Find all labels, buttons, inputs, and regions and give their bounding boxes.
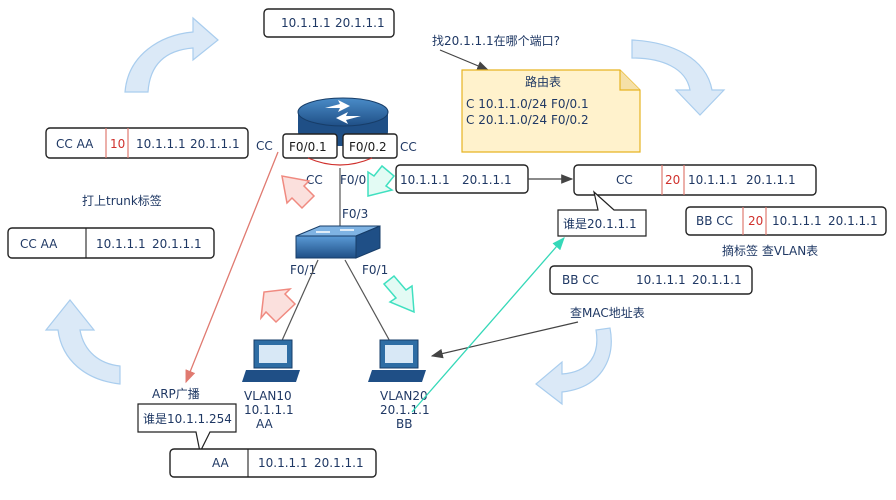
pc-right-icon (368, 339, 426, 382)
left-tagged-mac: CC AA (56, 137, 94, 151)
router-mac-right-label: CC (400, 140, 417, 154)
bottom-frame-src: 10.1.1.1 (258, 456, 308, 470)
router-interface-bracket (307, 157, 373, 166)
right-tagged-src: 10.1.1.1 (772, 214, 822, 228)
arp-label: ARP广播 (152, 387, 200, 401)
switch-uplink-port: F0/3 (342, 207, 368, 221)
left-plain-dst: 20.1.1.1 (152, 237, 202, 251)
mac-note: 查MAC地址表 (570, 306, 645, 320)
mid-frame-dst: 20.1.1.1 (462, 173, 512, 187)
right-tagged-dst: 20.1.1.1 (828, 214, 878, 228)
cycle-arrow-top-left (124, 16, 219, 93)
pc-left-ip: 10.1.1.1 (244, 403, 294, 417)
left-tagged-dst: 20.1.1.1 (190, 137, 240, 151)
pc-right-mac: BB (396, 417, 412, 431)
left-tagged-src: 10.1.1.1 (136, 137, 186, 151)
middle-frame: 10.1.1.1 20.1.1.1 (395, 164, 529, 194)
routing-table-title: 路由表 (525, 74, 561, 89)
right-plain-src: 10.1.1.1 (636, 273, 686, 287)
question-arrow (439, 49, 490, 71)
pc-left-icon (242, 339, 300, 382)
who-is-right-callout: 谁是20.1.1.1 (557, 190, 647, 237)
top-frame-dst: 20.1.1.1 (335, 16, 385, 30)
top-frame: 10.1.1.1 20.1.1.1 (263, 8, 395, 38)
cycle-arrow-top-right (631, 39, 726, 116)
cycle-arrow-bottom-right (535, 327, 612, 406)
left-tagged-side-label: CC (256, 139, 273, 153)
bottom-frame-mac: AA (212, 456, 230, 470)
right-tagged-frame: BB CC 20 10.1.1.1 20.1.1.1 (685, 206, 887, 236)
link-switch-pc-right (344, 259, 393, 346)
routing-table-row-1: C 10.1.1.0/24 F0/0.1 (466, 97, 589, 111)
arp-right-frame-src: 10.1.1.1 (688, 173, 738, 187)
pink-up-arrow-router (281, 175, 316, 210)
pc-right-ip: 20.1.1.1 (380, 403, 430, 417)
link-switch-pc-left (279, 259, 319, 346)
switch-port-right: F0/1 (362, 263, 388, 277)
bottom-frame: AA 10.1.1.1 20.1.1.1 (169, 448, 377, 478)
who-is-left: 谁是10.1.1.254 (143, 412, 232, 426)
switch-port-left: F0/1 (290, 263, 316, 277)
subinterface-f0-0-1: F0/0.1 (282, 133, 338, 159)
right-vlan-tag: 20 (665, 173, 680, 187)
tag-note: 打上trunk标签 (82, 193, 162, 208)
who-is-left-callout: 谁是10.1.1.254 (137, 403, 237, 454)
pink-up-arrow-switch (259, 288, 297, 324)
left-plain-frame: CC AA 10.1.1.1 20.1.1.1 (7, 227, 215, 259)
teal-down-arrow-router (367, 164, 396, 197)
right-plain-dst: 20.1.1.1 (692, 273, 742, 287)
routing-table-note: 路由表 C 10.1.1.0/24 F0/0.1 C 20.1.1.0/24 F… (461, 69, 641, 153)
teal-down-arrow-switch (382, 274, 415, 314)
right-tagged-vlan: 20 (748, 214, 763, 228)
bottom-frame-dst: 20.1.1.1 (314, 456, 364, 470)
top-frame-src: 10.1.1.1 (281, 16, 331, 30)
pc-left-mac: AA (256, 417, 274, 431)
question-text: 找20.1.1.1在哪个端口? (432, 34, 560, 48)
left-plain-src: 10.1.1.1 (96, 237, 146, 251)
arp-right-frame-dst: 20.1.1.1 (746, 173, 796, 187)
router-sub1: F0/0.1 (289, 140, 327, 154)
mac-note-arrow (430, 321, 579, 359)
routing-table-row-2: C 20.1.1.0/24 F0/0.2 (466, 113, 589, 127)
pc-right-vlan: VLAN20 (380, 389, 428, 403)
untag-note: 摘标签 查VLAN表 (722, 243, 818, 258)
subinterface-f0-0-2: F0/0.2 (342, 133, 398, 159)
right-arp-frame: CC 20 10.1.1.1 20.1.1.1 (573, 164, 817, 196)
mid-frame-src: 10.1.1.1 (400, 173, 450, 187)
left-vlan-tag: 10 (110, 137, 125, 151)
router-phys-port: F0/0 (340, 173, 366, 187)
right-tagged-mac: BB CC (696, 214, 733, 228)
pc-left-vlan: VLAN10 (244, 389, 292, 403)
arp-broadcast-arrow (185, 151, 279, 384)
right-plain-frame: BB CC 10.1.1.1 20.1.1.1 (549, 265, 753, 295)
cycle-arrow-bottom-left (44, 299, 121, 385)
who-is-right: 谁是20.1.1.1 (563, 217, 637, 231)
switch-icon (295, 225, 381, 259)
left-tagged-frame: CC AA 10 10.1.1.1 20.1.1.1 (45, 127, 249, 159)
right-plain-mac: BB CC (562, 273, 599, 287)
router-sub2: F0/0.2 (349, 140, 387, 154)
arp-reply-arrow (411, 237, 565, 413)
router-mac-label: CC (306, 173, 323, 187)
left-plain-mac: CC AA (20, 237, 58, 251)
arp-right-frame-mac: CC (616, 173, 633, 187)
